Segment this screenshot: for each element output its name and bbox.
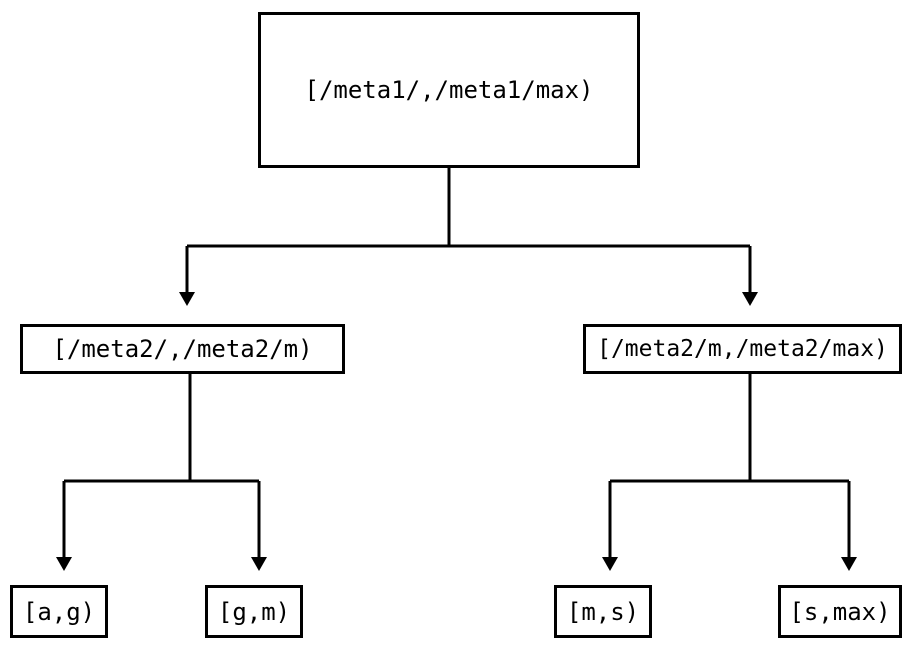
node-leaf-g-m-label: [g,m) xyxy=(217,597,291,626)
node-leaf-m-s-label: [m,s) xyxy=(566,597,640,626)
node-leaf-g-m[interactable]: [g,m) xyxy=(205,585,303,638)
arrowhead-to-mid-left xyxy=(179,292,195,306)
arrowhead-to-leaf-a-g xyxy=(56,557,72,571)
node-mid-right[interactable]: [/meta2/m,/meta2/max) xyxy=(583,324,902,374)
arrowhead-to-leaf-m-s xyxy=(602,557,618,571)
node-mid-left[interactable]: [/meta2/,/meta2/m) xyxy=(20,324,345,374)
arrowhead-to-leaf-g-m xyxy=(251,557,267,571)
arrowhead-to-leaf-s-max xyxy=(841,557,857,571)
arrowhead-to-mid-right xyxy=(742,292,758,306)
node-mid-right-label: [/meta2/m,/meta2/max) xyxy=(597,335,888,362)
node-root[interactable]: [/meta1/,/meta1/max) xyxy=(258,12,640,168)
node-leaf-s-max-label: [s,max) xyxy=(789,597,891,626)
node-leaf-m-s[interactable]: [m,s) xyxy=(554,585,652,638)
node-root-label: [/meta1/,/meta1/max) xyxy=(304,76,594,104)
node-leaf-a-g-label: [a,g) xyxy=(22,597,96,626)
node-mid-left-label: [/meta2/,/meta2/m) xyxy=(52,335,313,363)
node-leaf-s-max[interactable]: [s,max) xyxy=(778,585,902,638)
node-leaf-a-g[interactable]: [a,g) xyxy=(10,585,108,638)
